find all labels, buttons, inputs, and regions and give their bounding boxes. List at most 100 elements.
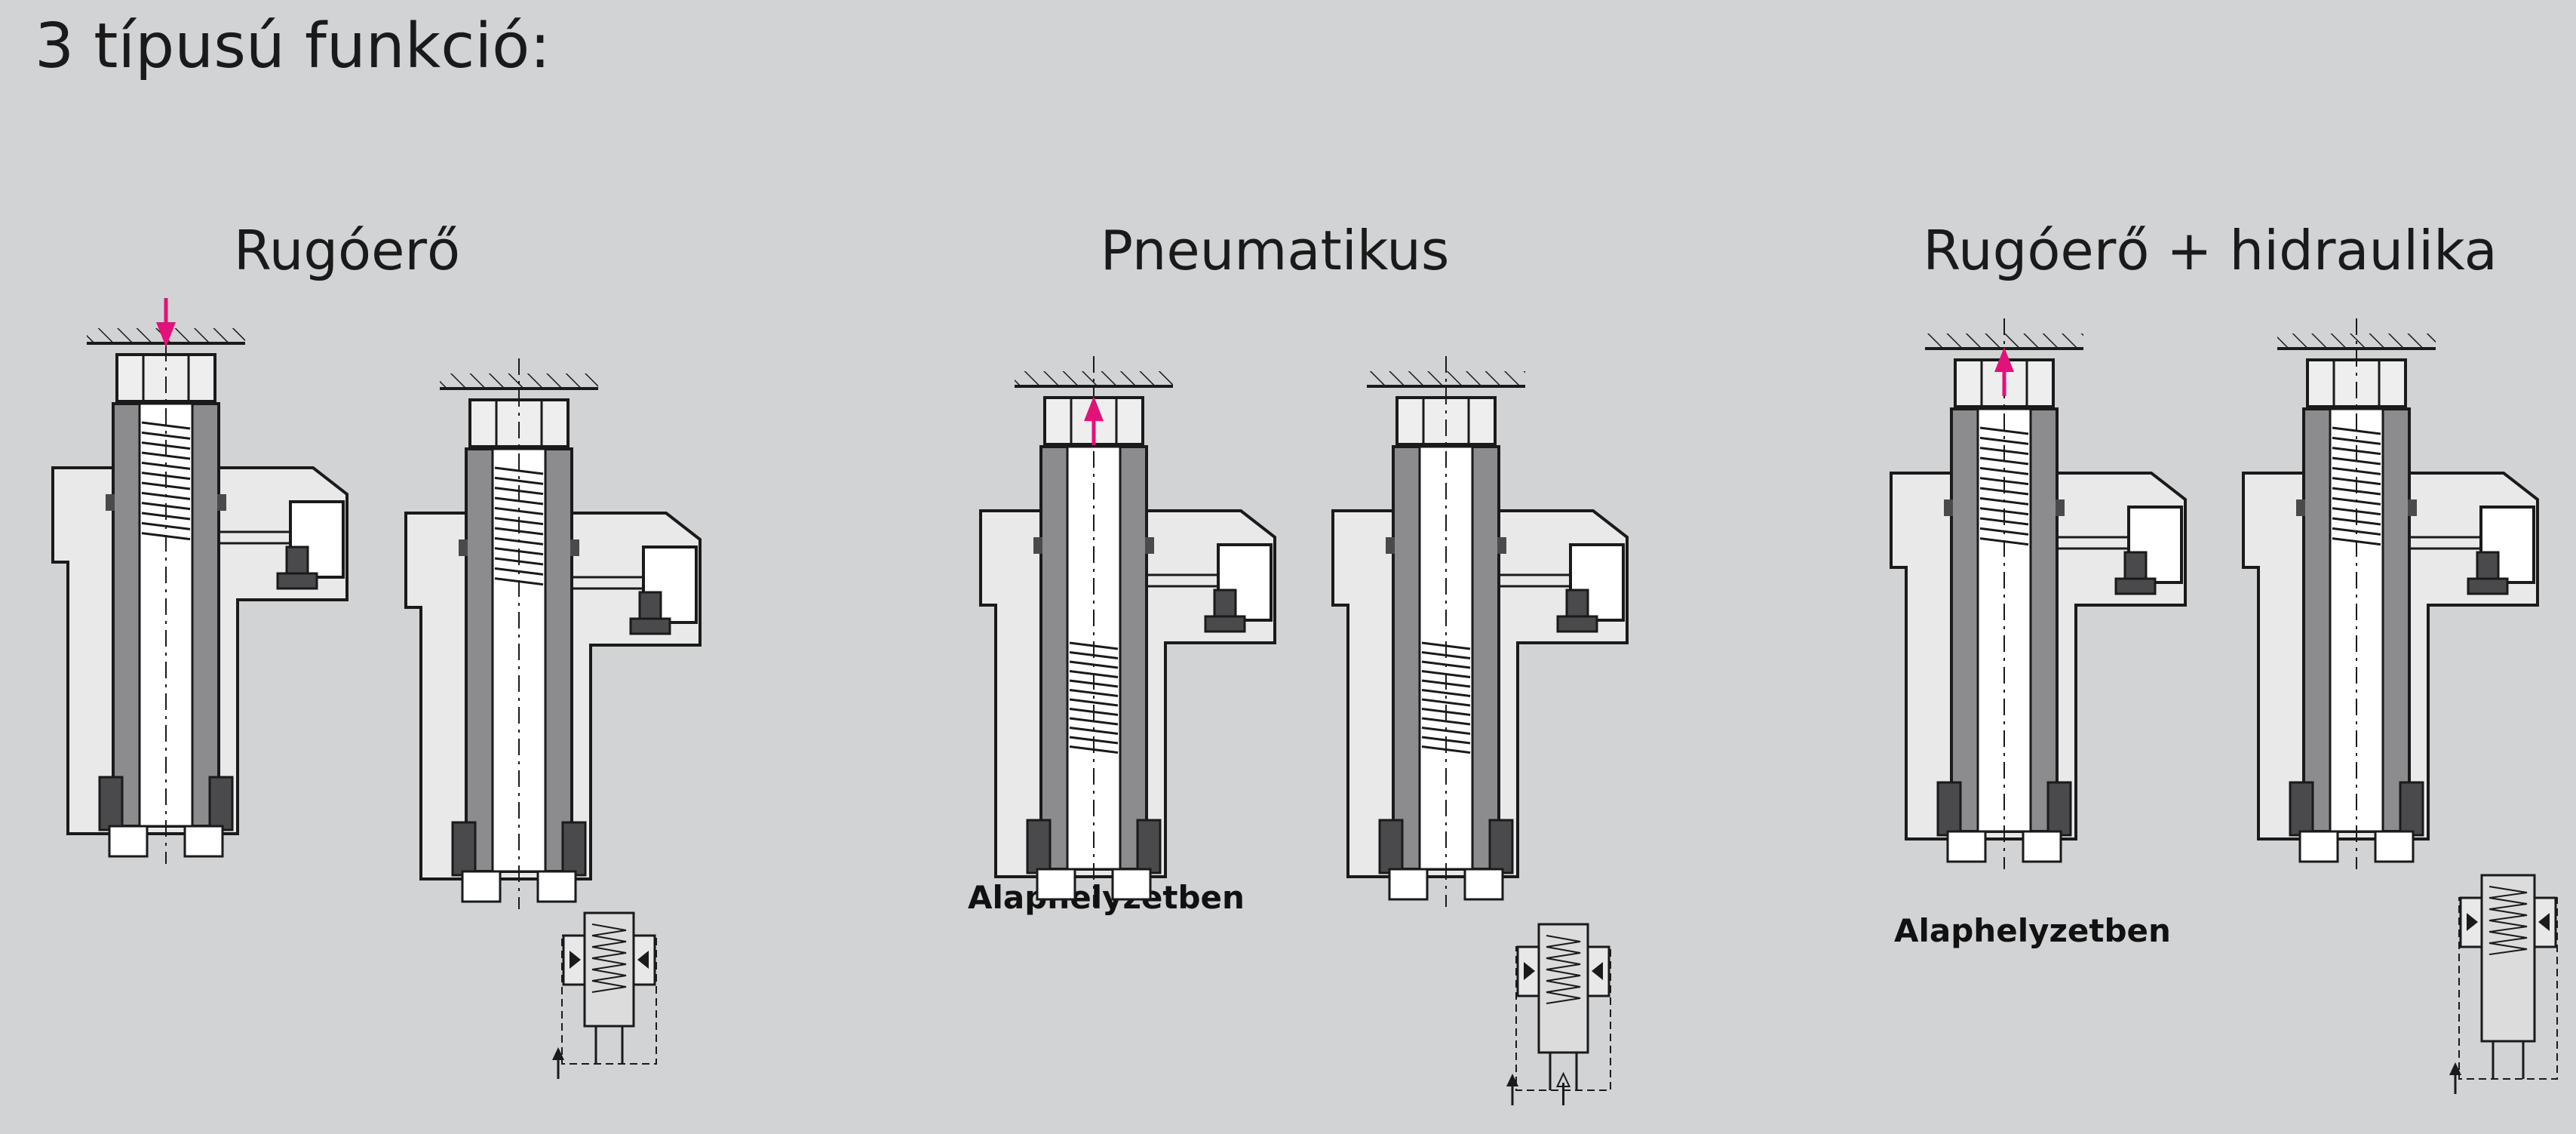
symbol-spring	[2488, 886, 2528, 899]
seal-left	[1378, 819, 1404, 874]
seal-left	[2289, 781, 2314, 837]
o-ring	[1497, 537, 1506, 554]
o-ring	[217, 494, 226, 511]
symbol-arrow-icon	[637, 951, 649, 969]
spring-coil	[1979, 426, 2029, 435]
schematic-symbol-2	[2449, 874, 2558, 1094]
fitting-base	[1556, 615, 1598, 633]
symbol-spring	[591, 946, 627, 959]
symbol-spring	[1546, 935, 1581, 948]
cylinder-3	[1331, 356, 1629, 907]
seal-right	[2046, 781, 2072, 837]
spring-coil	[1421, 698, 1471, 707]
arrow-head	[156, 322, 176, 347]
fitting	[2476, 551, 2500, 584]
schematic-symbol-1	[1506, 923, 1611, 1105]
symbol-clamp-right	[1586, 945, 1610, 997]
cylinder-1	[404, 358, 702, 909]
seal-left	[1026, 819, 1052, 874]
o-ring	[106, 494, 115, 511]
spring-coil	[1421, 727, 1471, 735]
cylinder-5	[2242, 318, 2539, 869]
chamber-left	[2298, 830, 2339, 863]
spring-coil	[494, 466, 544, 475]
chamber-right	[2022, 830, 2062, 863]
symbol-port-arrow-icon	[1506, 1074, 1518, 1086]
symbol-port-arrow-icon	[552, 1047, 564, 1060]
fitting-base	[2114, 577, 2157, 595]
symbol-arrow-icon	[1524, 962, 1535, 980]
o-ring	[1145, 537, 1154, 554]
spring-coil	[1979, 466, 2029, 475]
schematic-symbol-0	[552, 911, 657, 1079]
symbol-dashed-frame	[561, 935, 657, 1065]
o-ring	[1033, 537, 1042, 554]
note-alaphelyzetben-pneumatikus: Alaphelyzetben	[968, 879, 1245, 916]
spring-coil	[1069, 698, 1119, 707]
seal-right	[2399, 781, 2424, 837]
symbol-spring	[2488, 897, 2528, 910]
page-title: 3 típusú funkció:	[35, 11, 551, 82]
symbol-arrow-icon	[1592, 962, 1603, 980]
port-block	[1217, 543, 1273, 622]
seal-left	[1936, 781, 1962, 837]
o-ring	[1944, 499, 1953, 516]
symbol-spring	[2488, 942, 2528, 955]
chamber-right	[1463, 868, 1504, 901]
fitting-base	[629, 617, 671, 635]
chamber-right	[183, 825, 224, 858]
cylinder-0	[51, 313, 348, 864]
symbol-arrow-icon	[2467, 913, 2478, 931]
symbol-spring	[2488, 908, 2528, 921]
symbol-pneu-arrow-icon	[1555, 1071, 1571, 1087]
symbol-spring	[2488, 920, 2528, 933]
fitting-base	[276, 572, 318, 590]
o-ring	[570, 539, 579, 556]
symbol-spring	[2488, 931, 2528, 944]
fitting-base	[2467, 577, 2509, 595]
spring-coil	[494, 506, 544, 515]
spring-coil	[1979, 436, 2029, 445]
chamber-right	[2374, 830, 2415, 863]
symbol-spring	[1546, 946, 1581, 959]
seal-right	[561, 821, 587, 877]
symbol-spring	[591, 969, 627, 982]
symbol-spring	[591, 923, 627, 936]
force-arrow-down-icon	[156, 298, 176, 347]
symbol-spring	[591, 980, 627, 993]
arrow-head	[1994, 347, 2014, 372]
cylinder-4	[1890, 318, 2187, 869]
chamber-left	[461, 870, 502, 903]
symbol-spring	[591, 935, 627, 948]
spring-coil	[494, 476, 544, 485]
spring-coil	[2332, 436, 2381, 445]
symbol-spring	[1546, 969, 1581, 982]
symbol-spring	[1546, 980, 1581, 993]
o-ring	[2296, 499, 2305, 516]
symbol-body	[2480, 874, 2536, 1043]
chamber-left	[1036, 868, 1076, 901]
chamber-right	[536, 870, 577, 903]
note-alaphelyzetben-hidraulika: Alaphelyzetben	[1894, 912, 2171, 949]
section-title-rugoero: Rugóerő	[233, 219, 461, 282]
chamber-left	[1388, 868, 1429, 901]
symbol-arrow-icon	[570, 951, 581, 969]
spring-coil	[2332, 426, 2381, 435]
chamber-left	[108, 825, 149, 858]
spring-coil	[1069, 727, 1119, 735]
o-ring	[1386, 537, 1395, 554]
symbol-spring	[1546, 957, 1581, 970]
section-title-pneumatikus: Pneumatikus	[1100, 219, 1450, 282]
seal-right	[1136, 819, 1162, 874]
o-ring	[459, 539, 468, 556]
seal-left	[98, 776, 124, 831]
spring-coil	[1069, 689, 1119, 697]
force-arrow-up-icon	[1084, 396, 1104, 445]
symbol-arrow-icon	[2538, 913, 2550, 931]
spring-coil	[2332, 466, 2381, 475]
seal-left	[451, 821, 477, 877]
arrow-head	[1084, 396, 1104, 421]
spring-coil	[141, 421, 191, 430]
force-arrow-up-icon	[1994, 347, 2014, 396]
